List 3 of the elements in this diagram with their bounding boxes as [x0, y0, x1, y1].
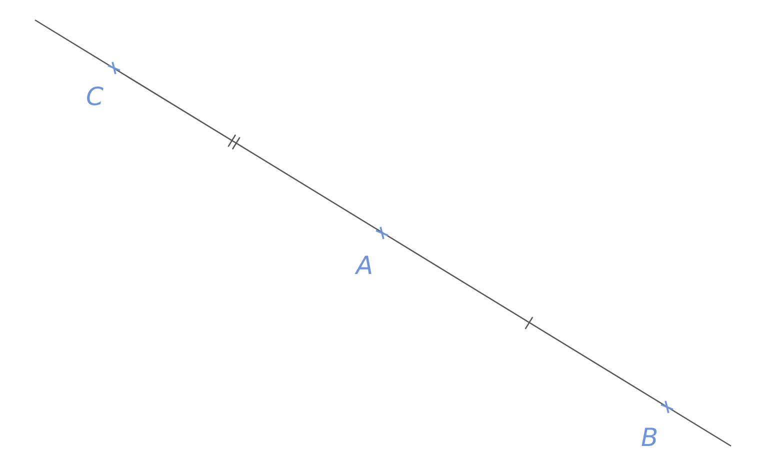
point-label: A [356, 253, 374, 278]
point-label: B [641, 425, 658, 450]
point-label: C [86, 84, 104, 109]
